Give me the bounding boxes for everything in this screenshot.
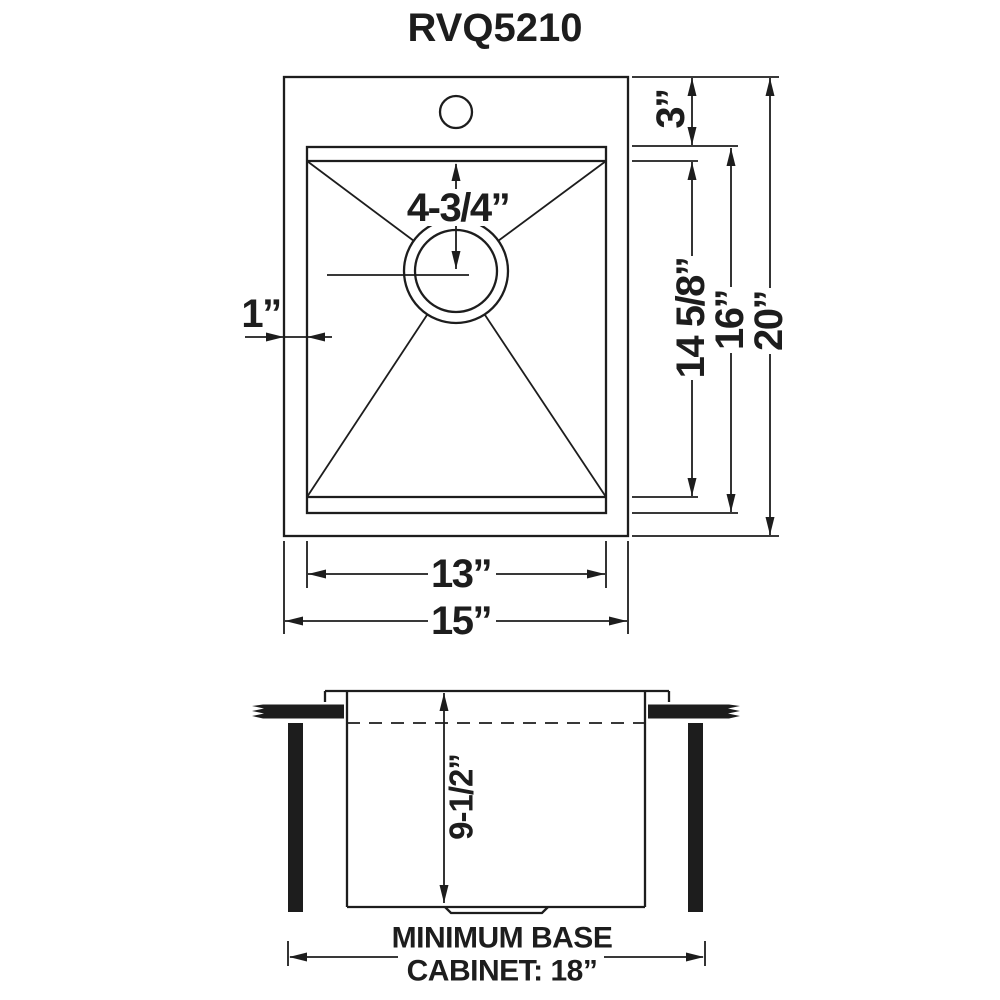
- dim-bowl-depth: 9-1/2”: [443, 754, 480, 840]
- dim-overall-width: 15”: [431, 599, 491, 643]
- side-section-view: 9-1/2” MINIMUM BASE CABINET: 18”: [252, 689, 740, 988]
- countertop-left: [252, 704, 344, 719]
- drain-bump: [444, 906, 549, 915]
- faucet-hole: [438, 94, 474, 130]
- bowl-slope-lines: [306, 160, 607, 498]
- dim-top-inset: 3”: [649, 89, 693, 128]
- sink-rim-outline: [282, 75, 630, 538]
- top-view-dimensions: 4-3/4” 1” 3” 14 5/8” 16”: [241, 76, 791, 643]
- bowl-outline: [305, 145, 608, 515]
- min-base-cabinet-note-line1: MINIMUM BASE: [392, 922, 613, 955]
- countertop-right: [648, 704, 740, 719]
- dim-drain-offset: 4-3/4”: [407, 186, 509, 230]
- dim-bowl-length: 16”: [708, 290, 752, 350]
- dim-overall-length: 20”: [747, 291, 791, 351]
- dim-left-inset: 1”: [241, 292, 280, 336]
- model-number: RVQ5210: [408, 6, 583, 50]
- cabinet-wall-left: [288, 723, 303, 912]
- dim-bowl-inner-length: 14 5/8”: [669, 258, 713, 379]
- cabinet-wall-right: [688, 723, 703, 912]
- top-view: [282, 75, 630, 538]
- dim-bowl-width: 13”: [431, 552, 491, 596]
- min-base-cabinet-note-line2: CABINET: 18”: [407, 955, 598, 988]
